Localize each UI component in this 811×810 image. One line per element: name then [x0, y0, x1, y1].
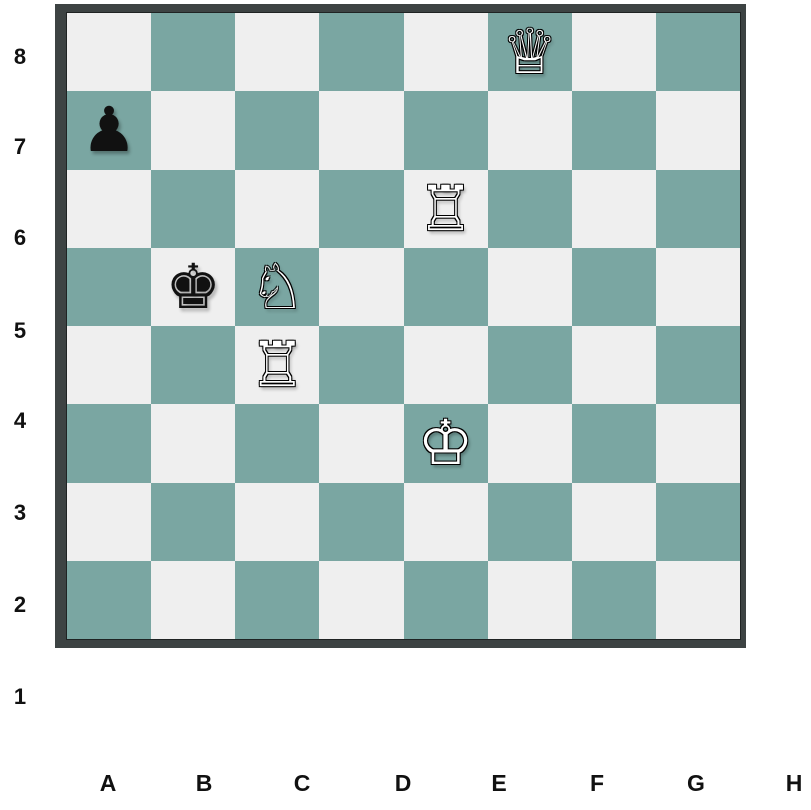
square-d6[interactable]	[319, 170, 403, 248]
square-d8[interactable]	[319, 13, 403, 91]
square-b4[interactable]	[151, 326, 235, 404]
square-e2[interactable]	[404, 483, 488, 561]
square-a7[interactable]: ♟	[67, 91, 151, 169]
square-g6[interactable]	[572, 170, 656, 248]
rank-label: 4	[8, 408, 32, 434]
chess-board[interactable]: ♕♟♖♚♘♖♔	[66, 12, 741, 640]
square-f7[interactable]	[488, 91, 572, 169]
rank-label: 6	[8, 225, 32, 251]
square-f6[interactable]	[488, 170, 572, 248]
square-g8[interactable]	[572, 13, 656, 91]
file-label: H	[779, 770, 809, 797]
square-c8[interactable]	[235, 13, 319, 91]
square-c4[interactable]: ♖	[235, 326, 319, 404]
square-f2[interactable]	[488, 483, 572, 561]
rank-label: 5	[8, 318, 32, 344]
square-h1[interactable]	[656, 561, 740, 639]
file-label: F	[582, 770, 612, 797]
file-label: B	[189, 770, 219, 797]
square-a8[interactable]	[67, 13, 151, 91]
square-c7[interactable]	[235, 91, 319, 169]
square-a4[interactable]	[67, 326, 151, 404]
square-g1[interactable]	[572, 561, 656, 639]
square-d1[interactable]	[319, 561, 403, 639]
square-h3[interactable]	[656, 404, 740, 482]
square-f5[interactable]	[488, 248, 572, 326]
square-c1[interactable]	[235, 561, 319, 639]
square-c5[interactable]: ♘	[235, 248, 319, 326]
square-c3[interactable]	[235, 404, 319, 482]
white-queen-icon[interactable]: ♕	[488, 13, 572, 91]
square-e7[interactable]	[404, 91, 488, 169]
square-d5[interactable]	[319, 248, 403, 326]
file-label: D	[388, 770, 418, 797]
square-g5[interactable]	[572, 248, 656, 326]
square-a6[interactable]	[67, 170, 151, 248]
square-g4[interactable]	[572, 326, 656, 404]
square-g7[interactable]	[572, 91, 656, 169]
square-b2[interactable]	[151, 483, 235, 561]
square-f8[interactable]: ♕	[488, 13, 572, 91]
white-king-icon[interactable]: ♔	[404, 404, 488, 482]
file-label: C	[287, 770, 317, 797]
square-b3[interactable]	[151, 404, 235, 482]
white-knight-icon[interactable]: ♘	[235, 248, 319, 326]
rank-label: 3	[8, 500, 32, 526]
rank-label: 7	[8, 134, 32, 160]
black-king-icon[interactable]: ♚	[151, 248, 235, 326]
square-h6[interactable]	[656, 170, 740, 248]
square-f4[interactable]	[488, 326, 572, 404]
square-e5[interactable]	[404, 248, 488, 326]
square-b5[interactable]: ♚	[151, 248, 235, 326]
square-f3[interactable]	[488, 404, 572, 482]
square-e4[interactable]	[404, 326, 488, 404]
file-label: G	[681, 770, 711, 797]
file-label: E	[484, 770, 514, 797]
white-rook-icon[interactable]: ♖	[404, 170, 488, 248]
square-d7[interactable]	[319, 91, 403, 169]
black-pawn-icon[interactable]: ♟	[67, 91, 151, 169]
square-h5[interactable]	[656, 248, 740, 326]
square-e6[interactable]: ♖	[404, 170, 488, 248]
square-b7[interactable]	[151, 91, 235, 169]
square-a1[interactable]	[67, 561, 151, 639]
file-label: A	[93, 770, 123, 797]
square-g2[interactable]	[572, 483, 656, 561]
square-a5[interactable]	[67, 248, 151, 326]
square-c2[interactable]	[235, 483, 319, 561]
square-b1[interactable]	[151, 561, 235, 639]
white-rook-icon[interactable]: ♖	[235, 326, 319, 404]
square-e1[interactable]	[404, 561, 488, 639]
square-h7[interactable]	[656, 91, 740, 169]
square-a3[interactable]	[67, 404, 151, 482]
square-a2[interactable]	[67, 483, 151, 561]
square-e8[interactable]	[404, 13, 488, 91]
square-e3[interactable]: ♔	[404, 404, 488, 482]
square-c6[interactable]	[235, 170, 319, 248]
rank-label: 8	[8, 44, 32, 70]
square-h8[interactable]	[656, 13, 740, 91]
square-d2[interactable]	[319, 483, 403, 561]
square-b6[interactable]	[151, 170, 235, 248]
rank-label: 1	[8, 684, 32, 710]
square-d4[interactable]	[319, 326, 403, 404]
square-g3[interactable]	[572, 404, 656, 482]
square-h4[interactable]	[656, 326, 740, 404]
rank-label: 2	[8, 592, 32, 618]
square-f1[interactable]	[488, 561, 572, 639]
square-b8[interactable]	[151, 13, 235, 91]
square-d3[interactable]	[319, 404, 403, 482]
square-h2[interactable]	[656, 483, 740, 561]
